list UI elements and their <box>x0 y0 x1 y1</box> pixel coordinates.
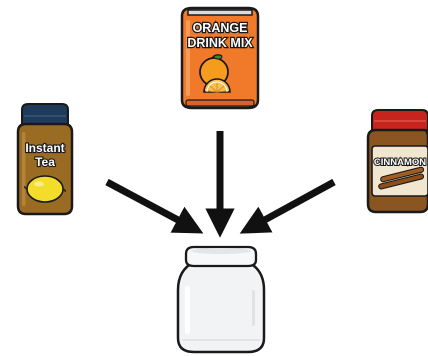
orange-drink-label-line1: ORANGE <box>193 21 248 35</box>
instant-tea-label-line1: Instant <box>25 141 64 155</box>
arrow-icon <box>250 182 334 228</box>
glass-jar-icon <box>178 247 264 352</box>
orange-drink-mix-can: ORANGE DRINK MIX <box>182 8 258 108</box>
cinnamon-label: CINNAMON <box>374 157 426 168</box>
orange-drink-label-line2: DRINK MIX <box>187 36 253 50</box>
cinnamon-jar: CINNAMON <box>368 110 428 212</box>
arrow-icon <box>107 182 193 228</box>
instant-tea-label-line2: Tea <box>35 155 55 169</box>
instant-tea-jar: Instant Tea <box>18 104 72 214</box>
arrows <box>107 131 334 228</box>
